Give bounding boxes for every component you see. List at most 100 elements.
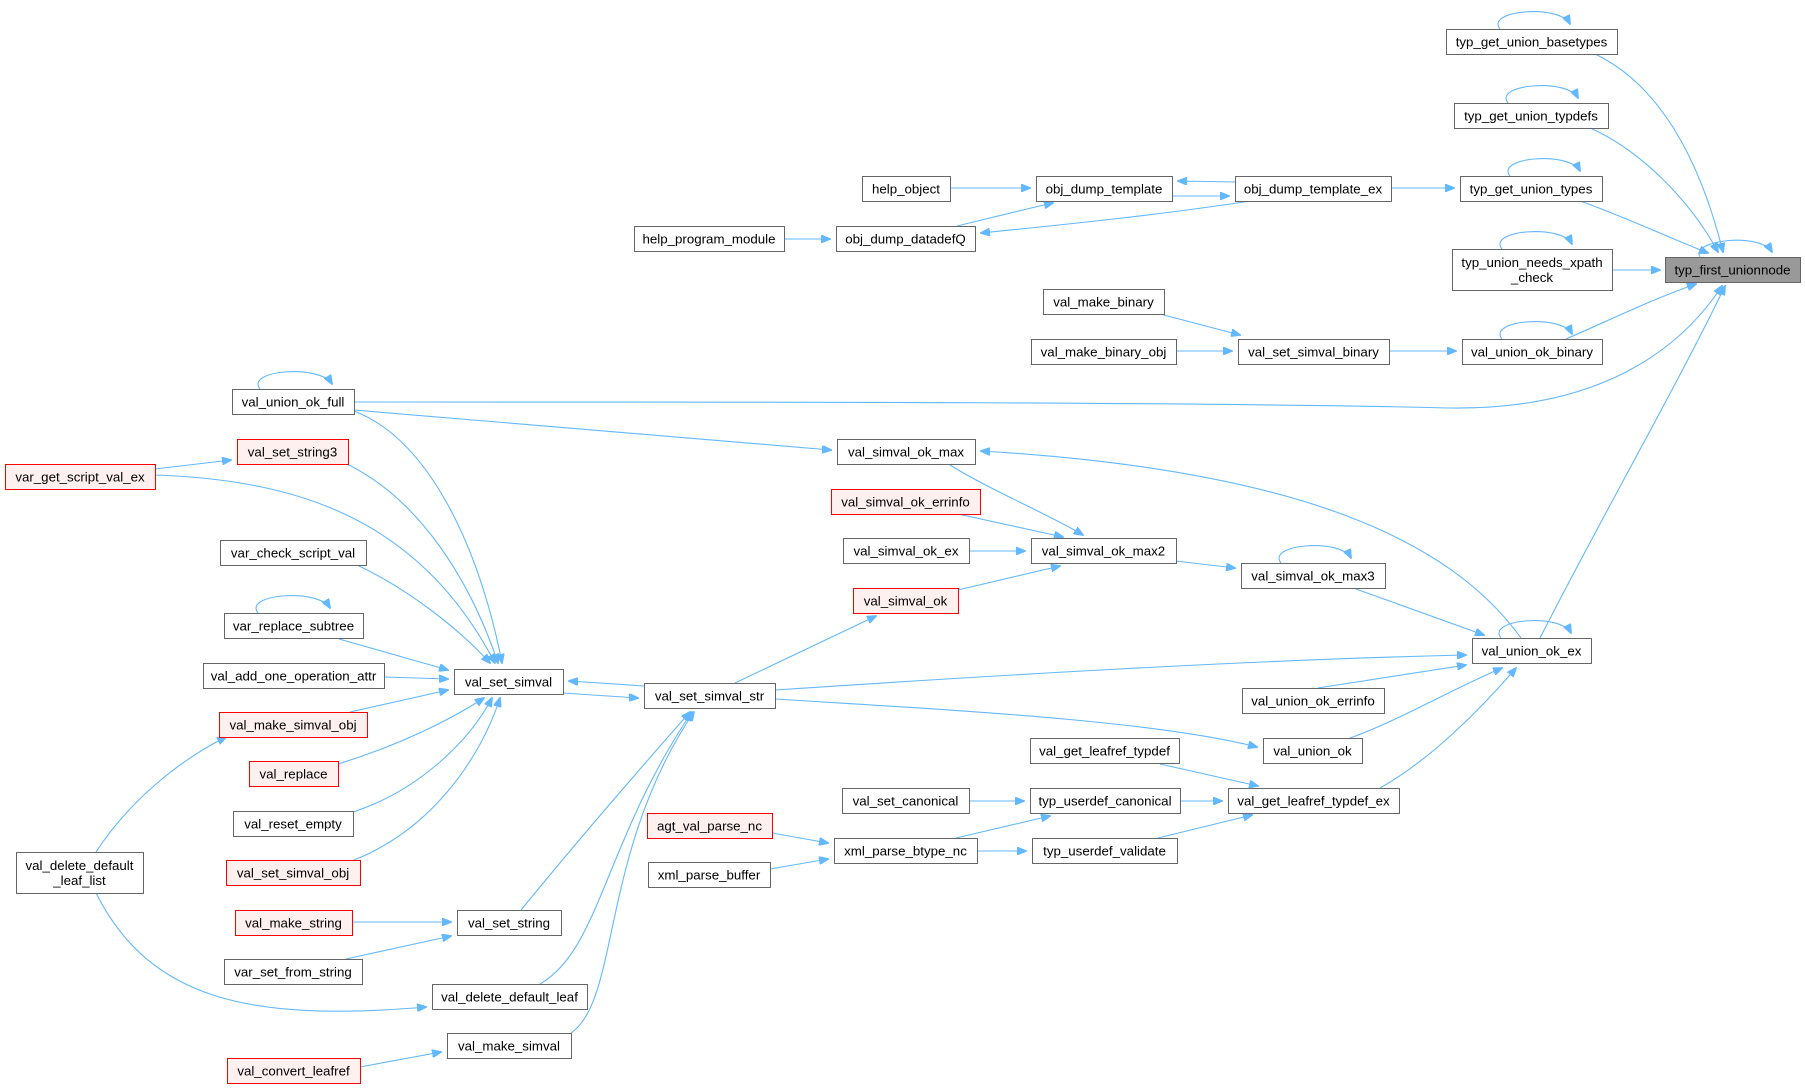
node-val-convert-leafref[interactable]: val_convert_leafref: [227, 1058, 361, 1084]
node-val-add-one-operation-attr[interactable]: val_add_one_operation_attr: [203, 663, 385, 689]
node-val-set-simval-obj[interactable]: val_set_simval_obj: [226, 860, 361, 886]
node-val-make-binary-obj[interactable]: val_make_binary_obj: [1031, 339, 1177, 365]
node-box[interactable]: [447, 1033, 572, 1059]
node-box[interactable]: [220, 540, 367, 566]
node-box[interactable]: [226, 860, 361, 886]
node-typ-get-union-basetypes[interactable]: typ_get_union_basetypes: [1446, 29, 1618, 55]
node-val-union-ok-binary[interactable]: val_union_ok_binary: [1462, 339, 1603, 365]
node-box[interactable]: [203, 663, 385, 689]
node-box[interactable]: [862, 176, 951, 202]
node-val-delete-default-leaf[interactable]: val_delete_default_leaf: [432, 984, 588, 1010]
node-typ-get-union-types[interactable]: typ_get_union_types: [1460, 176, 1603, 202]
node-var-check-script-val[interactable]: var_check_script_val: [220, 540, 367, 566]
node-box[interactable]: [843, 538, 970, 564]
node-val-union-ok-errinfo[interactable]: val_union_ok_errinfo: [1242, 688, 1385, 714]
node-box[interactable]: [1242, 688, 1385, 714]
node-box[interactable]: [647, 813, 773, 839]
node-box[interactable]: [1043, 289, 1165, 315]
node-box[interactable]: [644, 683, 776, 709]
node-box[interactable]: [233, 811, 354, 837]
node-box[interactable]: [5, 464, 156, 490]
node-val-simval-ok-ex[interactable]: val_simval_ok_ex: [843, 538, 970, 564]
node-val-replace[interactable]: val_replace: [249, 761, 339, 787]
node-typ-userdef-canonical[interactable]: typ_userdef_canonical: [1030, 788, 1181, 814]
node-val-simval-ok-max3[interactable]: val_simval_ok_max3: [1241, 563, 1386, 589]
node-box[interactable]: [1030, 788, 1181, 814]
node-val-union-ok-ex[interactable]: val_union_ok_ex: [1472, 638, 1592, 664]
node-box[interactable]: [1031, 339, 1177, 365]
node-box[interactable]: [1665, 257, 1801, 283]
node-val-set-simval[interactable]: val_set_simval: [454, 669, 564, 695]
node-box[interactable]: [831, 489, 981, 515]
node-box[interactable]: [1446, 29, 1618, 55]
node-xml-parse-btype-nc[interactable]: xml_parse_btype_nc: [834, 838, 978, 864]
node-val-set-string[interactable]: val_set_string: [457, 910, 562, 936]
node-obj-dump-template[interactable]: obj_dump_template: [1036, 176, 1173, 202]
node-val-union-ok-full[interactable]: val_union_ok_full: [232, 389, 355, 415]
node-box[interactable]: [1235, 176, 1392, 202]
node-box[interactable]: [227, 1058, 361, 1084]
node-var-replace-subtree[interactable]: var_replace_subtree: [224, 613, 364, 639]
node-box[interactable]: [432, 984, 588, 1010]
node-val-union-ok[interactable]: val_union_ok: [1263, 738, 1363, 764]
node-val-make-simval[interactable]: val_make_simval: [447, 1033, 572, 1059]
node-box[interactable]: [235, 910, 353, 936]
node-val-set-simval-str[interactable]: val_set_simval_str: [644, 683, 776, 709]
node-box[interactable]: [224, 959, 363, 985]
node-val-get-leafref-typdef-ex[interactable]: val_get_leafref_typdef_ex: [1228, 788, 1400, 814]
node-agt-val-parse-nc[interactable]: agt_val_parse_nc: [647, 813, 773, 839]
node-box[interactable]: [1030, 738, 1180, 764]
node-val-set-simval-binary[interactable]: val_set_simval_binary: [1238, 339, 1390, 365]
node-box[interactable]: [1460, 176, 1603, 202]
node-val-make-simval-obj[interactable]: val_make_simval_obj: [219, 712, 368, 738]
node-box[interactable]: [1472, 638, 1592, 664]
node-val-reset-empty[interactable]: val_reset_empty: [233, 811, 354, 837]
node-box[interactable]: [1452, 249, 1613, 291]
node-val-make-string[interactable]: val_make_string: [235, 910, 353, 936]
node-typ-union-needs-xpath-check[interactable]: typ_union_needs_xpath_check: [1452, 249, 1613, 291]
node-typ-get-union-typdefs[interactable]: typ_get_union_typdefs: [1454, 103, 1609, 129]
node-obj-dump-template-ex[interactable]: obj_dump_template_ex: [1235, 176, 1392, 202]
node-val-get-leafref-typdef[interactable]: val_get_leafref_typdef: [1030, 738, 1180, 764]
node-box[interactable]: [1263, 738, 1363, 764]
node-val-set-canonical[interactable]: val_set_canonical: [842, 788, 970, 814]
node-box[interactable]: [249, 761, 339, 787]
node-box[interactable]: [834, 838, 978, 864]
node-box[interactable]: [16, 852, 144, 894]
node-box[interactable]: [836, 226, 976, 252]
node-box[interactable]: [1241, 563, 1386, 589]
node-box[interactable]: [224, 613, 364, 639]
node-typ-first-unionnode[interactable]: typ_first_unionnode: [1665, 257, 1801, 283]
node-box[interactable]: [219, 712, 368, 738]
node-box[interactable]: [454, 669, 564, 695]
node-box[interactable]: [648, 862, 771, 888]
node-var-get-script-val-ex[interactable]: var_get_script_val_ex: [5, 464, 156, 490]
node-box[interactable]: [1032, 838, 1178, 864]
node-val-simval-ok-max2[interactable]: val_simval_ok_max2: [1031, 538, 1177, 564]
node-box[interactable]: [237, 439, 349, 465]
node-box[interactable]: [457, 910, 562, 936]
node-box[interactable]: [1228, 788, 1400, 814]
node-box[interactable]: [1238, 339, 1390, 365]
node-val-simval-ok[interactable]: val_simval_ok: [853, 588, 959, 614]
node-val-simval-ok-errinfo[interactable]: val_simval_ok_errinfo: [831, 489, 981, 515]
node-box[interactable]: [1462, 339, 1603, 365]
node-typ-userdef-validate[interactable]: typ_userdef_validate: [1032, 838, 1178, 864]
node-var-set-from-string[interactable]: var_set_from_string: [224, 959, 363, 985]
node-box[interactable]: [853, 588, 959, 614]
node-box[interactable]: [1031, 538, 1177, 564]
node-val-set-string3[interactable]: val_set_string3: [237, 439, 349, 465]
node-val-delete-default-leaf-list[interactable]: val_delete_default_leaf_list: [16, 852, 144, 894]
node-box[interactable]: [1036, 176, 1173, 202]
node-obj-dump-datadefQ[interactable]: obj_dump_datadefQ: [836, 226, 976, 252]
node-box[interactable]: [842, 788, 970, 814]
node-val-make-binary[interactable]: val_make_binary: [1043, 289, 1165, 315]
node-val-simval-ok-max[interactable]: val_simval_ok_max: [837, 439, 976, 465]
node-box[interactable]: [634, 226, 785, 252]
node-help-object[interactable]: help_object: [862, 176, 951, 202]
node-help-program-module[interactable]: help_program_module: [634, 226, 785, 252]
node-box[interactable]: [232, 389, 355, 415]
node-xml-parse-buffer[interactable]: xml_parse_buffer: [648, 862, 771, 888]
node-box[interactable]: [1454, 103, 1609, 129]
node-box[interactable]: [837, 439, 976, 465]
